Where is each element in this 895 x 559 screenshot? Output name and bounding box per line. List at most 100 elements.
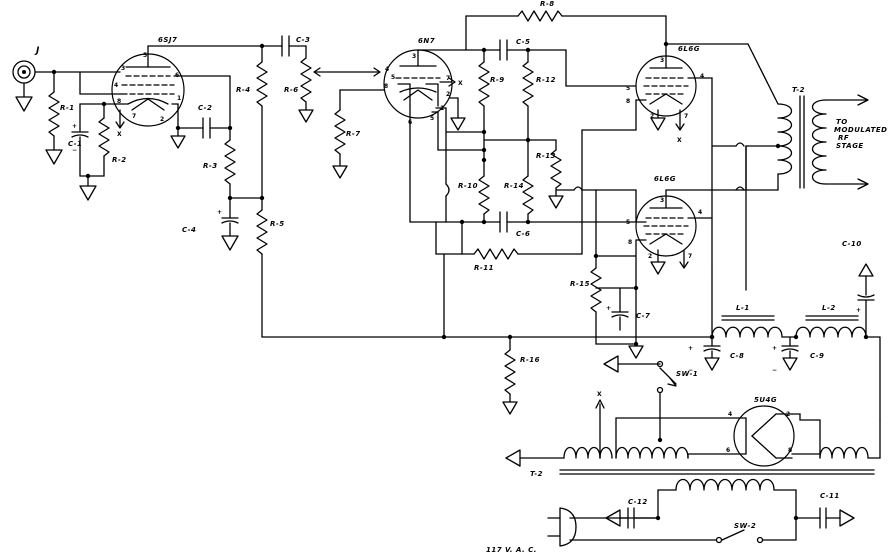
svg-text:5: 5 [626,219,631,226]
svg-text:4: 4 [114,82,119,89]
svg-text:+: + [217,209,223,216]
r2-label: R-2 [112,156,127,164]
filter-chokes: L-1 L-2 + C-10 + − C-8 + − C- [688,240,881,421]
input-jack: J [12,46,121,112]
svg-text:5: 5 [430,115,435,122]
svg-text:4: 4 [700,73,705,80]
tube-6l6g-lower-label: 6L6G [654,175,676,183]
tube-6sj7: 6SJ7 5 3 6 4 8 1 7 2 X [79,36,283,138]
svg-text:3: 3 [412,53,417,60]
r10-label: R-10 [458,182,478,190]
svg-text:8: 8 [117,98,122,105]
svg-text:8: 8 [384,83,389,90]
r13-label: R-13 [536,152,556,160]
jack-label: J [34,46,40,56]
svg-text:3: 3 [660,197,665,204]
svg-text:8: 8 [788,447,793,454]
ac-voltage-label: 117 V. A. C. [486,546,537,554]
coupling-c2: C-2 R-3 + C-4 [170,75,263,251]
svg-text:+: + [72,123,78,130]
output-transformer: T-2 TO MODULATED RF STAGE [745,86,888,291]
c7-label: C-7 [636,312,650,320]
svg-text:−: − [72,147,78,154]
svg-text:2: 2 [446,91,451,98]
coupling-c5: C-5 [481,38,637,87]
output-to-label-2: MODULATED [834,126,888,134]
svg-text:7: 7 [132,113,137,120]
r16-label: R-16 [520,356,540,364]
c8-label: C-8 [730,352,744,360]
c2-label: C-2 [198,104,212,112]
c5-label: C-5 [516,38,530,46]
r3-label: R-3 [203,162,218,170]
r8-label: R-8 [540,0,555,8]
c11-label: C-11 [820,492,840,500]
svg-text:2: 2 [786,411,791,418]
c10-label: C-10 [842,240,862,248]
svg-text:3: 3 [121,65,126,72]
svg-text:+: + [688,345,694,352]
output-cathode-network: R-15 + C-7 [570,189,650,359]
l1-label: L-1 [736,304,750,312]
phase-inverter-network: R-9 R-12 R-13 R-10 R-14 C-6 R-1 [435,49,637,272]
r1-label: R-1 [60,104,75,112]
misc-wiring [445,131,745,223]
c9-label: C-9 [810,352,824,360]
output-to-label-4: STAGE [836,142,864,150]
svg-text:2: 2 [648,253,653,260]
power-supply: X T-2 5U4G 4 2 6 8 [505,391,881,478]
svg-text:3: 3 [660,57,665,64]
svg-text:1: 1 [177,95,182,102]
r6-label: R-6 [284,86,299,94]
svg-text:8: 8 [628,239,633,246]
r11-label: R-11 [474,264,494,272]
svg-text:7: 7 [688,253,693,260]
svg-text:X: X [117,131,122,138]
svg-text:5: 5 [143,52,148,59]
r4-label: R-4 [236,86,251,94]
r14-label: R-14 [504,182,524,190]
r5-label: R-5 [270,220,285,228]
svg-text:5: 5 [391,74,396,81]
tube-6n7-label: 6N7 [418,37,435,45]
tube-6l6g-upper-label: 6L6G [678,45,700,53]
tube-6sj7-label: 6SJ7 [158,36,177,44]
resistor-r1: R-1 [45,69,75,165]
tube-6n7: 6N7 4 5 8 3 2 6 1 5 7 X R-7 [332,37,501,223]
svg-text:X: X [677,137,682,144]
sw1-label: SW-1 [676,370,698,378]
svg-text:7: 7 [446,75,451,82]
svg-text:8: 8 [626,98,631,105]
output-to-label-3: RF [838,134,849,142]
c12-label: C-12 [628,498,648,506]
interstage-network: R-4 R-5 C-3 R-6 [236,35,381,338]
svg-text:2: 2 [160,116,165,123]
r7-label: R-7 [346,130,361,138]
c6-label: C-6 [516,230,530,238]
c4-label: C-4 [182,226,196,234]
b-plus-bus: R-16 [261,253,715,415]
c3-label: C-3 [296,36,310,44]
r9-label: R-9 [490,76,505,84]
svg-text:5: 5 [626,85,631,92]
svg-text:4: 4 [698,209,703,216]
c1-label: C-1 [68,140,82,148]
t2-output-label: T-2 [792,86,805,94]
t2-power-label: T-2 [530,470,543,478]
sw2-label: SW-2 [734,522,756,530]
svg-text:X: X [597,391,602,398]
feedback-r8: R-8 [465,0,779,105]
ac-input: C-12 C-11 SW-2 117 V. A. C. [486,478,855,554]
svg-text:X: X [458,80,463,87]
svg-text:+: + [856,307,862,314]
svg-text:−: − [772,367,778,374]
svg-text:−: − [688,367,694,374]
r12-label: R-12 [536,76,556,84]
switch-sw1: SW-1 [603,355,698,411]
svg-text:2: 2 [650,113,655,120]
tube-6l6g-upper: 6L6G 3 4 5 8 2 7 X [626,43,713,273]
output-to-label-1: TO [836,118,848,126]
l2-label: L-2 [822,304,836,312]
tube-5u4g-label: 5U4G [754,396,777,404]
